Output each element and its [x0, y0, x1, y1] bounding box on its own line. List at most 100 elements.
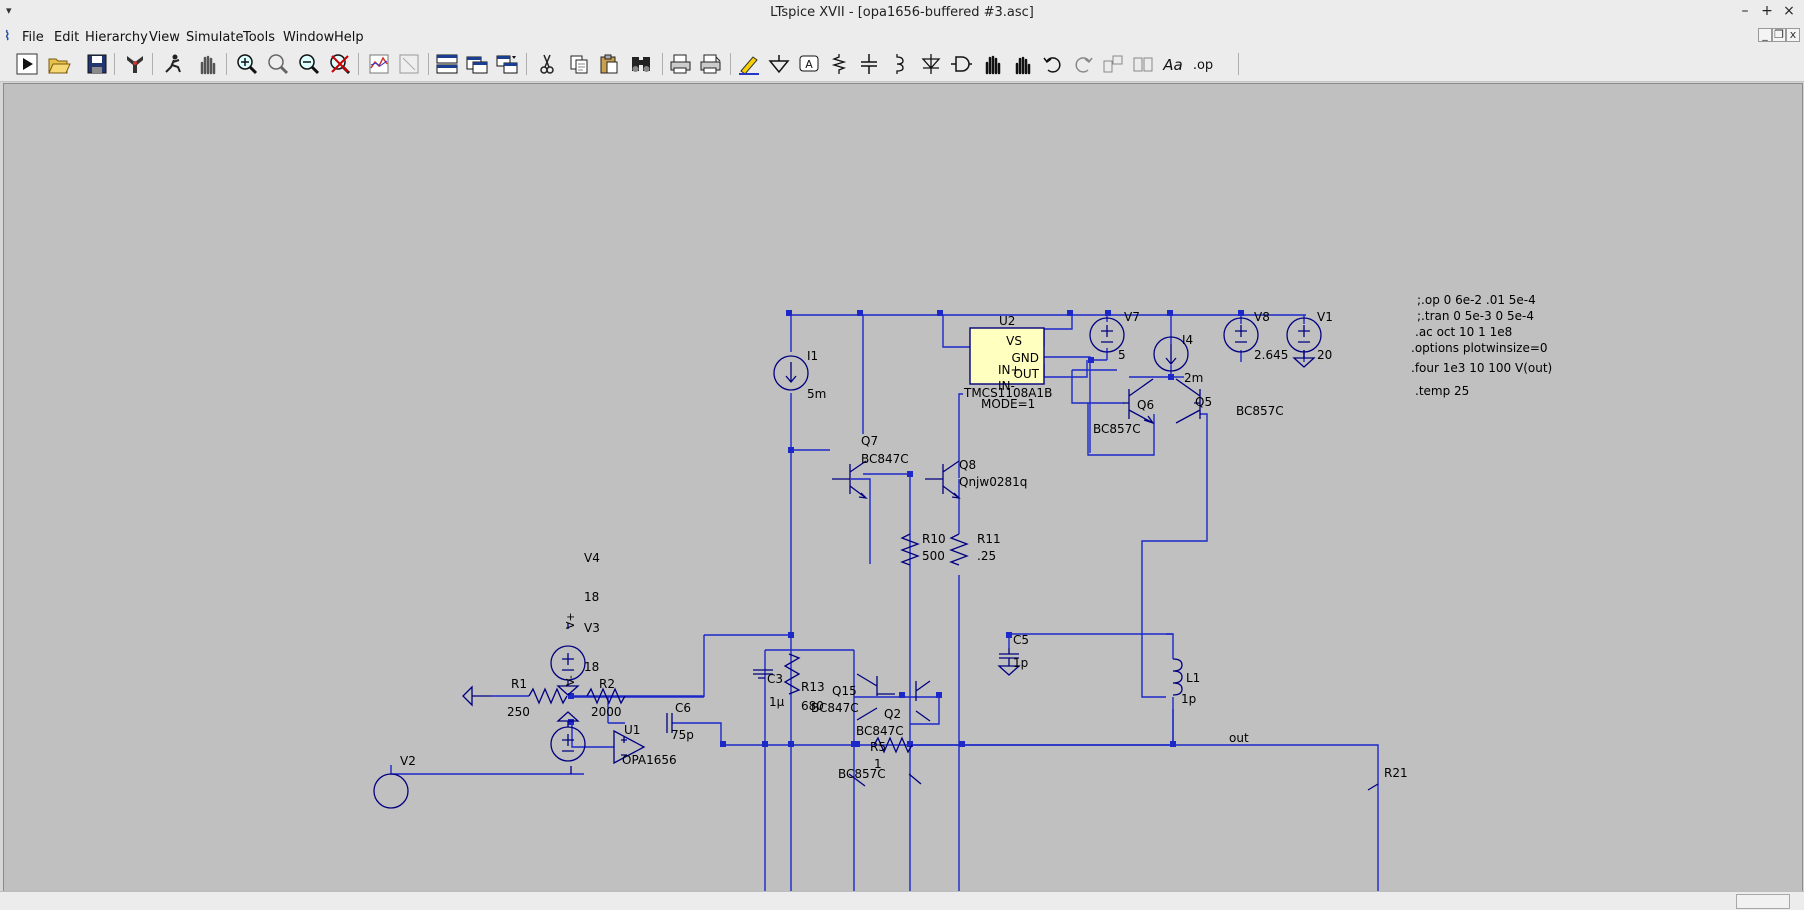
system-menu-icon[interactable]: ▾ [6, 4, 12, 17]
r13-value: 680 [801, 699, 824, 713]
label-net-icon[interactable]: A [796, 51, 822, 77]
v8-value: 2.645 [1254, 348, 1288, 362]
cut-icon[interactable] [534, 51, 560, 77]
control-panel-button[interactable] [122, 51, 148, 77]
drag-icon[interactable] [1010, 51, 1036, 77]
q6-ref: Q6 [1137, 398, 1154, 412]
run-button[interactable] [14, 51, 40, 77]
menu-hierarchy[interactable]: Hierarchy [85, 30, 148, 45]
paste-icon[interactable] [596, 51, 622, 77]
v4-value: 18 [584, 590, 599, 604]
mdi-restore-button[interactable]: ❐ [1772, 28, 1786, 42]
q7-ref: Q7 [861, 434, 878, 448]
tile-horizontal-button[interactable] [434, 51, 460, 77]
menu-help[interactable]: Help [334, 30, 364, 45]
v7-value: 5 [1118, 348, 1126, 362]
q8-ref: Q8 [959, 458, 976, 472]
resistor-icon[interactable] [826, 51, 852, 77]
component-icon[interactable] [948, 51, 974, 77]
redo-icon[interactable] [1070, 51, 1096, 77]
r5-ref: R5 [870, 740, 886, 754]
r21-ref: R21 [1384, 766, 1408, 780]
autorange-button[interactable] [366, 51, 392, 77]
c3-value: 1µ [769, 695, 785, 709]
c5-ref: C5 [1013, 633, 1029, 647]
maximize-button[interactable]: + [1761, 3, 1773, 19]
u2-pin-gnd: GND [1011, 351, 1039, 365]
c6-ref: C6 [675, 701, 691, 715]
draw-wire-icon[interactable] [736, 51, 762, 77]
print-icon[interactable] [668, 51, 694, 77]
inductor-icon[interactable] [886, 51, 912, 77]
undo-icon[interactable] [1040, 51, 1066, 77]
pan-button[interactable] [194, 51, 220, 77]
menu-simulate[interactable]: Simulate [186, 30, 244, 45]
window-title: LTspice XVII - [opa1656-buffered #3.asc] [770, 5, 1034, 20]
l1-ref: L1 [1186, 671, 1200, 685]
schematic-canvas[interactable]: IN+ IN- VS GND OUT U2 TMCS1108A1B MODE=1… [3, 83, 1803, 892]
menu-tools[interactable]: Tools [243, 30, 276, 45]
v4-ref: V4 [584, 551, 600, 565]
close-button[interactable]: × [1783, 3, 1795, 19]
zoom-in-button[interactable] [234, 51, 260, 77]
v8-ref: V8 [1254, 310, 1270, 324]
tile-vertical-button[interactable] [464, 51, 490, 77]
junctions [568, 310, 1244, 747]
v4-net-label: V+ [564, 612, 577, 629]
cascade-button[interactable] [494, 51, 520, 77]
open-button[interactable] [46, 51, 72, 77]
r11-value: .25 [977, 549, 996, 563]
menu-file[interactable]: File [22, 30, 44, 45]
mdi-close-button[interactable]: x [1786, 28, 1800, 42]
mirror-icon[interactable] [1130, 51, 1156, 77]
text-icon[interactable]: Aa [1160, 51, 1186, 77]
q7-model: BC847C [861, 452, 909, 466]
rotate-icon[interactable] [1100, 51, 1126, 77]
ground-icon[interactable] [766, 51, 792, 77]
q8-model: Qnjw0281q [959, 475, 1027, 489]
print-preview-icon[interactable] [698, 51, 724, 77]
u2-ref: U2 [999, 314, 1015, 328]
zoom-out-button[interactable] [296, 51, 322, 77]
r5-value: 1 [874, 757, 882, 771]
status-bar [0, 891, 1804, 910]
svg-text:A: A [805, 58, 813, 71]
spice-directive-icon[interactable]: .op [1190, 51, 1216, 77]
c5-value: 1p [1013, 656, 1028, 670]
c6-value: 75p [671, 728, 694, 742]
wires [390, 314, 1379, 891]
save-button[interactable] [84, 51, 110, 77]
svg-text:.op: .op [1193, 58, 1213, 73]
directive-options: .options plotwinsize=0 [1411, 341, 1548, 355]
r1-value: 250 [507, 705, 530, 719]
c3-ref: C3 [767, 672, 783, 686]
diode-icon[interactable] [918, 51, 944, 77]
u2-mode: MODE=1 [981, 397, 1035, 411]
zoom-full-button[interactable] [265, 51, 291, 77]
q5-ref: Q5 [1195, 395, 1212, 409]
u1-model: OPA1656 [622, 753, 677, 767]
mdi-minimize-button[interactable]: _ [1758, 28, 1772, 42]
cancel-zoom-button[interactable] [327, 51, 353, 77]
toolbar: A Aa .op [0, 47, 1804, 82]
ltspice-app-icon[interactable]: ⌇ [4, 29, 11, 44]
r1-ref: R1 [511, 677, 527, 691]
directive-op: ;.op 0 6e-2 .01 5e-4 [1417, 293, 1536, 307]
move-icon[interactable] [980, 51, 1006, 77]
plot-settings-button[interactable] [396, 51, 422, 77]
capacitor-icon[interactable] [856, 51, 882, 77]
menu-view[interactable]: View [149, 30, 180, 45]
menu-edit[interactable]: Edit [54, 30, 80, 45]
u2-pin-out: OUT [1013, 367, 1039, 381]
q15-model: BC847C [811, 701, 859, 715]
q15-ref: Q15 [832, 684, 857, 698]
find-icon[interactable] [628, 51, 654, 77]
copy-icon[interactable] [566, 51, 592, 77]
v3-net-label: V- [564, 675, 577, 686]
menu-window[interactable]: Window [283, 30, 335, 45]
q6-model: BC857C [1093, 422, 1141, 436]
minimize-button[interactable]: – [1741, 3, 1749, 19]
r10-value: 500 [922, 549, 945, 563]
q-partial-model: BC857C [838, 767, 886, 781]
halt-button[interactable] [160, 51, 186, 77]
